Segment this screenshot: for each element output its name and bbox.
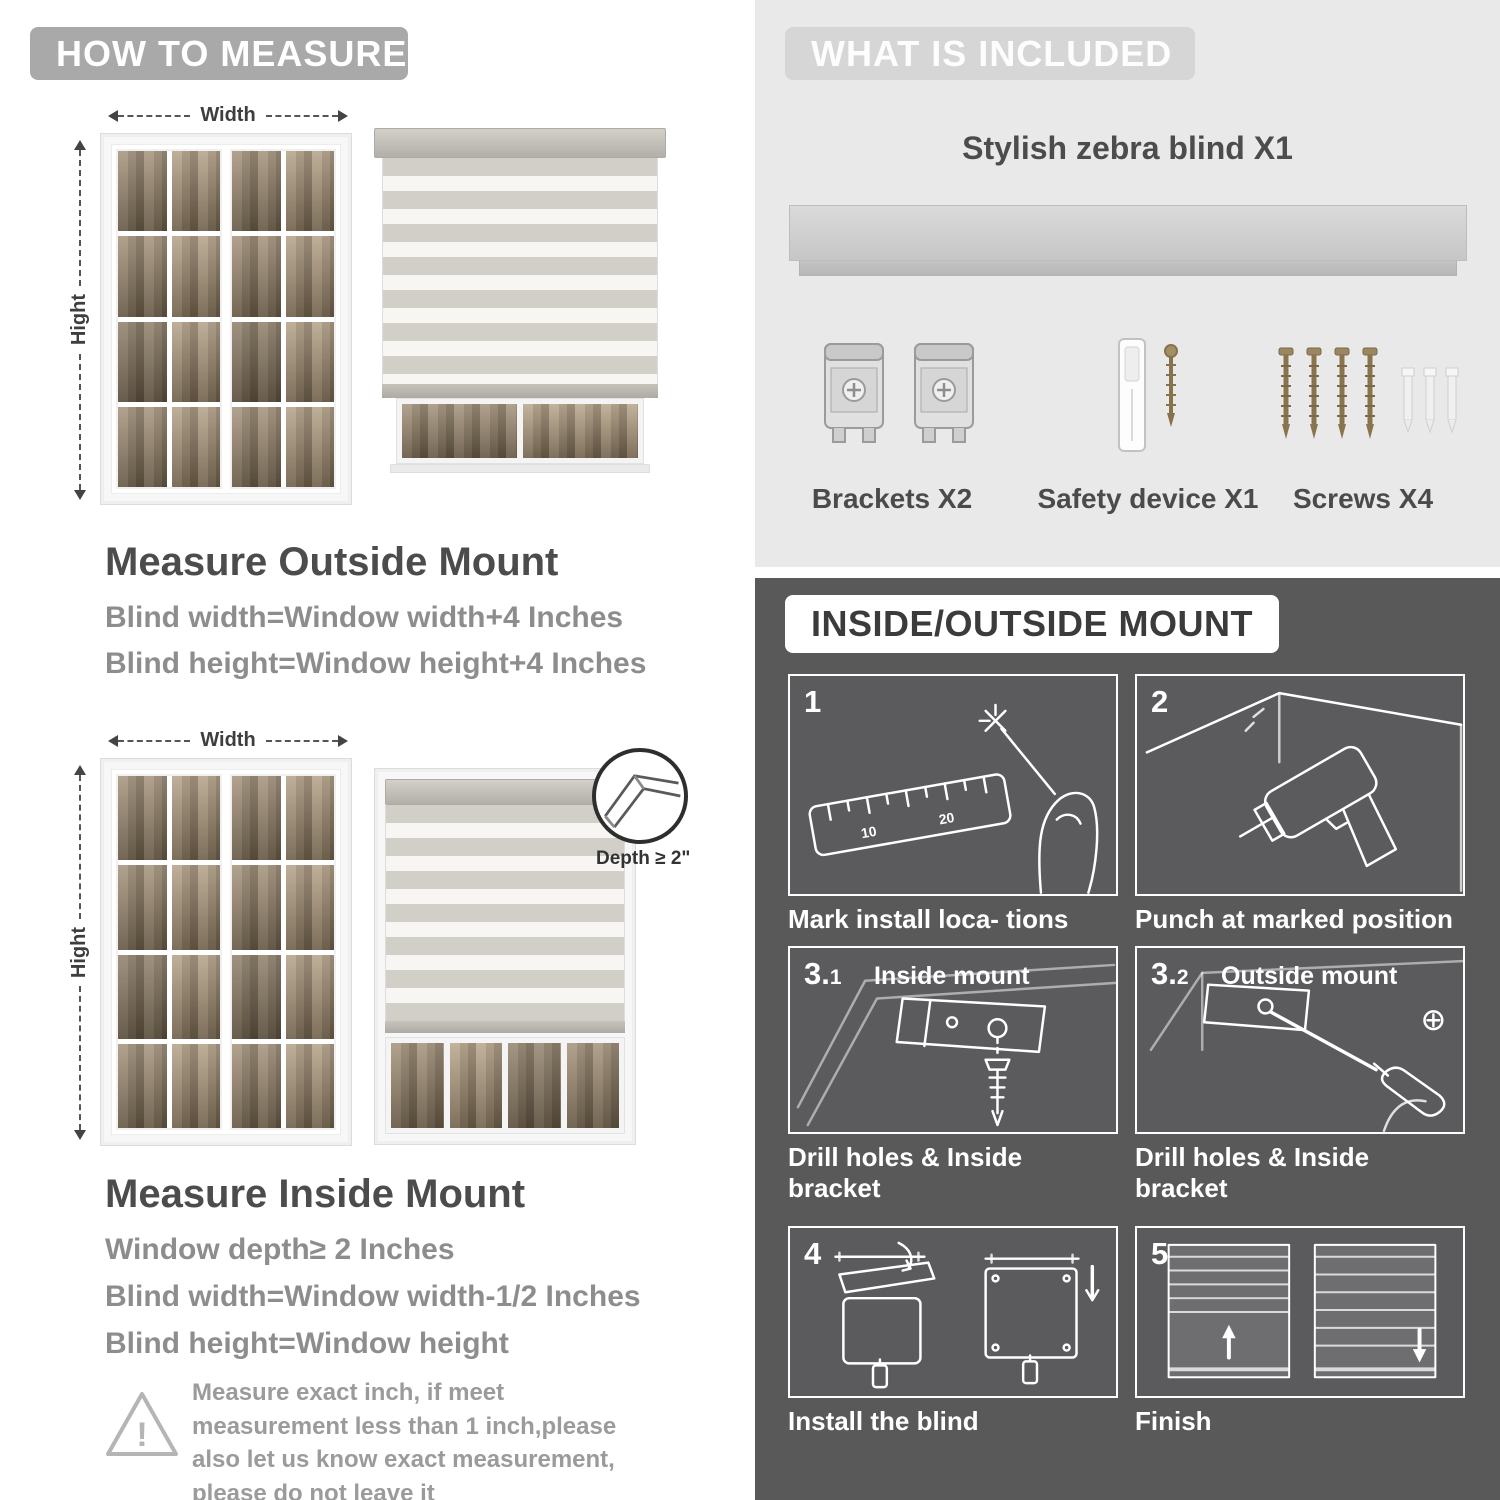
- screws-icon: [1270, 342, 1460, 463]
- what-is-included-label: WHAT IS INCLUDED: [811, 32, 1173, 74]
- inside-mount-line-3: Blind height=Window height: [105, 1327, 509, 1360]
- step-3-1-illustration: [796, 963, 1118, 1127]
- blind-product-label: Stylish zebra blind X1: [962, 130, 1293, 166]
- blind-bottom-rail: [382, 384, 658, 398]
- depth-callout-circle: [592, 748, 688, 844]
- blind-headrail-lip: [799, 261, 1457, 276]
- width-label: Width: [200, 104, 256, 126]
- step-3-2-number: 3.: [1151, 956, 1177, 991]
- blind-headrail: [789, 205, 1467, 261]
- warning-mark: !: [136, 1416, 147, 1454]
- blind-bottom-rail: [385, 1021, 625, 1033]
- width-arrow-outside: Width: [108, 104, 349, 127]
- window-illustration-outside: [100, 133, 352, 505]
- width-arrow-inside: Width: [108, 729, 349, 752]
- window-below-blind: [396, 398, 644, 464]
- arrow-down-icon: [73, 490, 86, 500]
- step-1-illustration: 10 20: [808, 703, 1099, 894]
- step-3-2-title: Outside mount: [1221, 962, 1398, 990]
- blind-stripes: [385, 805, 625, 1021]
- height-label: Hight: [68, 926, 90, 979]
- mount-header: INSIDE/OUTSIDE MOUNT: [785, 595, 1280, 653]
- step-3-1-caption: Drill holes & Inside bracket: [788, 1142, 1023, 1203]
- step-5-panel: 5: [1135, 1226, 1465, 1398]
- inside-mount-line-1: Window depth≥ 2 Inches: [105, 1233, 455, 1266]
- height-arrow-outside: Hight: [68, 140, 91, 500]
- window-sash: [116, 149, 222, 489]
- step-3-2-panel: 3.2 Outside mount: [1135, 946, 1465, 1134]
- arrow-left-icon: [108, 734, 118, 747]
- step-1-panel: 1: [788, 674, 1118, 896]
- screws-label: Screws X4: [1292, 483, 1434, 514]
- brackets-icon: [817, 338, 981, 450]
- step-5-caption: Finish: [1135, 1406, 1212, 1436]
- how-to-measure-label: HOW TO MEASURE: [56, 32, 408, 74]
- window-corner-icon: [604, 774, 681, 829]
- step-4-caption: Install the blind: [788, 1406, 979, 1436]
- step-5-number: 5: [1151, 1236, 1169, 1271]
- arrow-right-icon: [338, 734, 349, 747]
- zebra-blind-illustration-inside: [374, 768, 636, 1145]
- step-4-illustration: [834, 1241, 1100, 1389]
- arrow-up-icon: [73, 765, 86, 775]
- arrow-up-icon: [73, 140, 86, 150]
- blind-cassette: [385, 779, 625, 805]
- window-below-blind: [385, 1037, 625, 1134]
- warning-icon: !: [102, 1388, 182, 1462]
- blind-stripes: [382, 158, 658, 384]
- height-label: Hight: [68, 294, 90, 346]
- step-2-number: 2: [1151, 684, 1169, 719]
- step-5-illustration: [1167, 1243, 1437, 1379]
- blind-cassette: [374, 128, 666, 158]
- safety-device-icon: [1085, 335, 1205, 464]
- step-3-2-caption: Drill holes & Inside bracket: [1135, 1142, 1370, 1203]
- step-1-caption: Mark install loca- tions: [788, 904, 1069, 934]
- step-3-2-illustration: [1149, 959, 1465, 1133]
- arrow-down-icon: [73, 1130, 86, 1140]
- arrow-right-icon: [338, 109, 349, 122]
- outside-mount-heading: Measure Outside Mount: [105, 540, 559, 584]
- how-to-measure-header: HOW TO MEASURE: [30, 27, 408, 80]
- zebra-blind-illustration-outside: [374, 128, 666, 473]
- measurement-note: Measure exact inch, if meet measurement …: [192, 1379, 617, 1500]
- mount-instructions-section: INSIDE/OUTSIDE MOUNT 1: [755, 578, 1500, 1500]
- what-is-included-section: WHAT IS INCLUDED Stylish zebra blind X1: [755, 0, 1500, 567]
- how-to-measure-section: HOW TO MEASURE Width Hight: [30, 27, 691, 1500]
- arrow-left-icon: [108, 109, 118, 122]
- window-sash: [116, 774, 222, 1130]
- mount-header-label: INSIDE/OUTSIDE MOUNT: [811, 603, 1254, 644]
- outside-mount-line-2: Blind height=Window height+4 Inches: [105, 647, 647, 680]
- inside-mount-line-2: Blind width=Window width-1/2 Inches: [105, 1280, 641, 1313]
- ruler-tick-10: 10: [860, 823, 878, 841]
- step-2-illustration: [1145, 691, 1463, 892]
- outside-mount-line-1: Blind width=Window width+4 Inches: [105, 601, 624, 634]
- step-1-number: 1: [804, 684, 822, 719]
- step-3-1-title: Inside mount: [874, 962, 1030, 990]
- safety-device-label: Safety device X1: [1037, 483, 1259, 514]
- depth-label: Depth ≥ 2": [596, 848, 691, 869]
- step-2-panel: 2: [1135, 674, 1465, 896]
- step-4-number: 4: [804, 1236, 822, 1271]
- brackets-label: Brackets X2: [811, 483, 973, 514]
- height-arrow-inside: Hight: [68, 765, 91, 1140]
- what-is-included-header: WHAT IS INCLUDED: [785, 27, 1195, 80]
- ruler-tick-20: 20: [938, 809, 956, 827]
- inside-mount-heading: Measure Inside Mount: [105, 1172, 526, 1216]
- window-illustration-inside: [100, 758, 352, 1146]
- step-4-panel: 4: [788, 1226, 1118, 1398]
- step-3-1-number: 3.: [804, 956, 830, 991]
- width-label: Width: [200, 729, 256, 751]
- window-sash: [230, 149, 336, 489]
- step-3-1-panel: 3.1 Inside mount: [788, 946, 1118, 1134]
- step-2-caption: Punch at marked position: [1135, 904, 1453, 934]
- window-sash: [230, 774, 336, 1130]
